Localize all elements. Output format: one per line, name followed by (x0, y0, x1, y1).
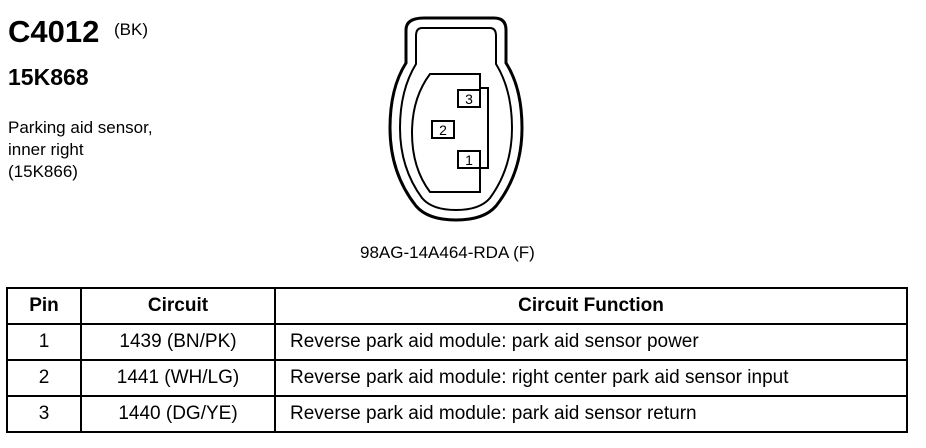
cell-function: Reverse park aid module: park aid sensor… (274, 323, 908, 361)
table-row: 2 1441 (WH/LG) Reverse park aid module: … (6, 359, 908, 397)
connector-id: C4012 (8, 14, 100, 49)
color-code: (BK) (114, 20, 148, 39)
header-pin: Pin (6, 287, 82, 325)
cell-pin: 2 (6, 359, 82, 397)
description-line-1: Parking aid sensor, (8, 118, 153, 137)
part-number: 15K868 (8, 64, 89, 90)
svg-text:1: 1 (465, 152, 473, 168)
pin-2: 2 (431, 120, 455, 139)
svg-text:3: 3 (465, 91, 473, 107)
table-header-row: Pin Circuit Circuit Function (6, 287, 908, 325)
description-line-2: inner right (8, 140, 84, 159)
cell-function: Reverse park aid module: park aid sensor… (274, 395, 908, 433)
header-circuit: Circuit (80, 287, 276, 325)
connector-inner-outline (398, 27, 514, 212)
table-row: 1 1439 (BN/PK) Reverse park aid module: … (6, 323, 908, 361)
header-function: Circuit Function (274, 287, 908, 325)
pinout-table: Pin Circuit Circuit Function 1 1439 (BN/… (6, 287, 908, 433)
pin-3: 3 (457, 89, 481, 108)
cell-pin: 3 (6, 395, 82, 433)
description-line-3: (15K866) (8, 162, 78, 181)
table-row: 3 1440 (DG/YE) Reverse park aid module: … (6, 395, 908, 433)
cell-circuit: 1439 (BN/PK) (80, 323, 276, 361)
cell-circuit: 1441 (WH/LG) (80, 359, 276, 397)
cell-pin: 1 (6, 323, 82, 361)
diagram-caption: 98AG-14A464-RDA (F) (360, 243, 535, 262)
connector-face-diagram: 3 2 1 (388, 16, 524, 222)
pin-1: 1 (457, 150, 481, 169)
svg-text:2: 2 (439, 122, 447, 138)
cell-circuit: 1440 (DG/YE) (80, 395, 276, 433)
cell-function: Reverse park aid module: right center pa… (274, 359, 908, 397)
